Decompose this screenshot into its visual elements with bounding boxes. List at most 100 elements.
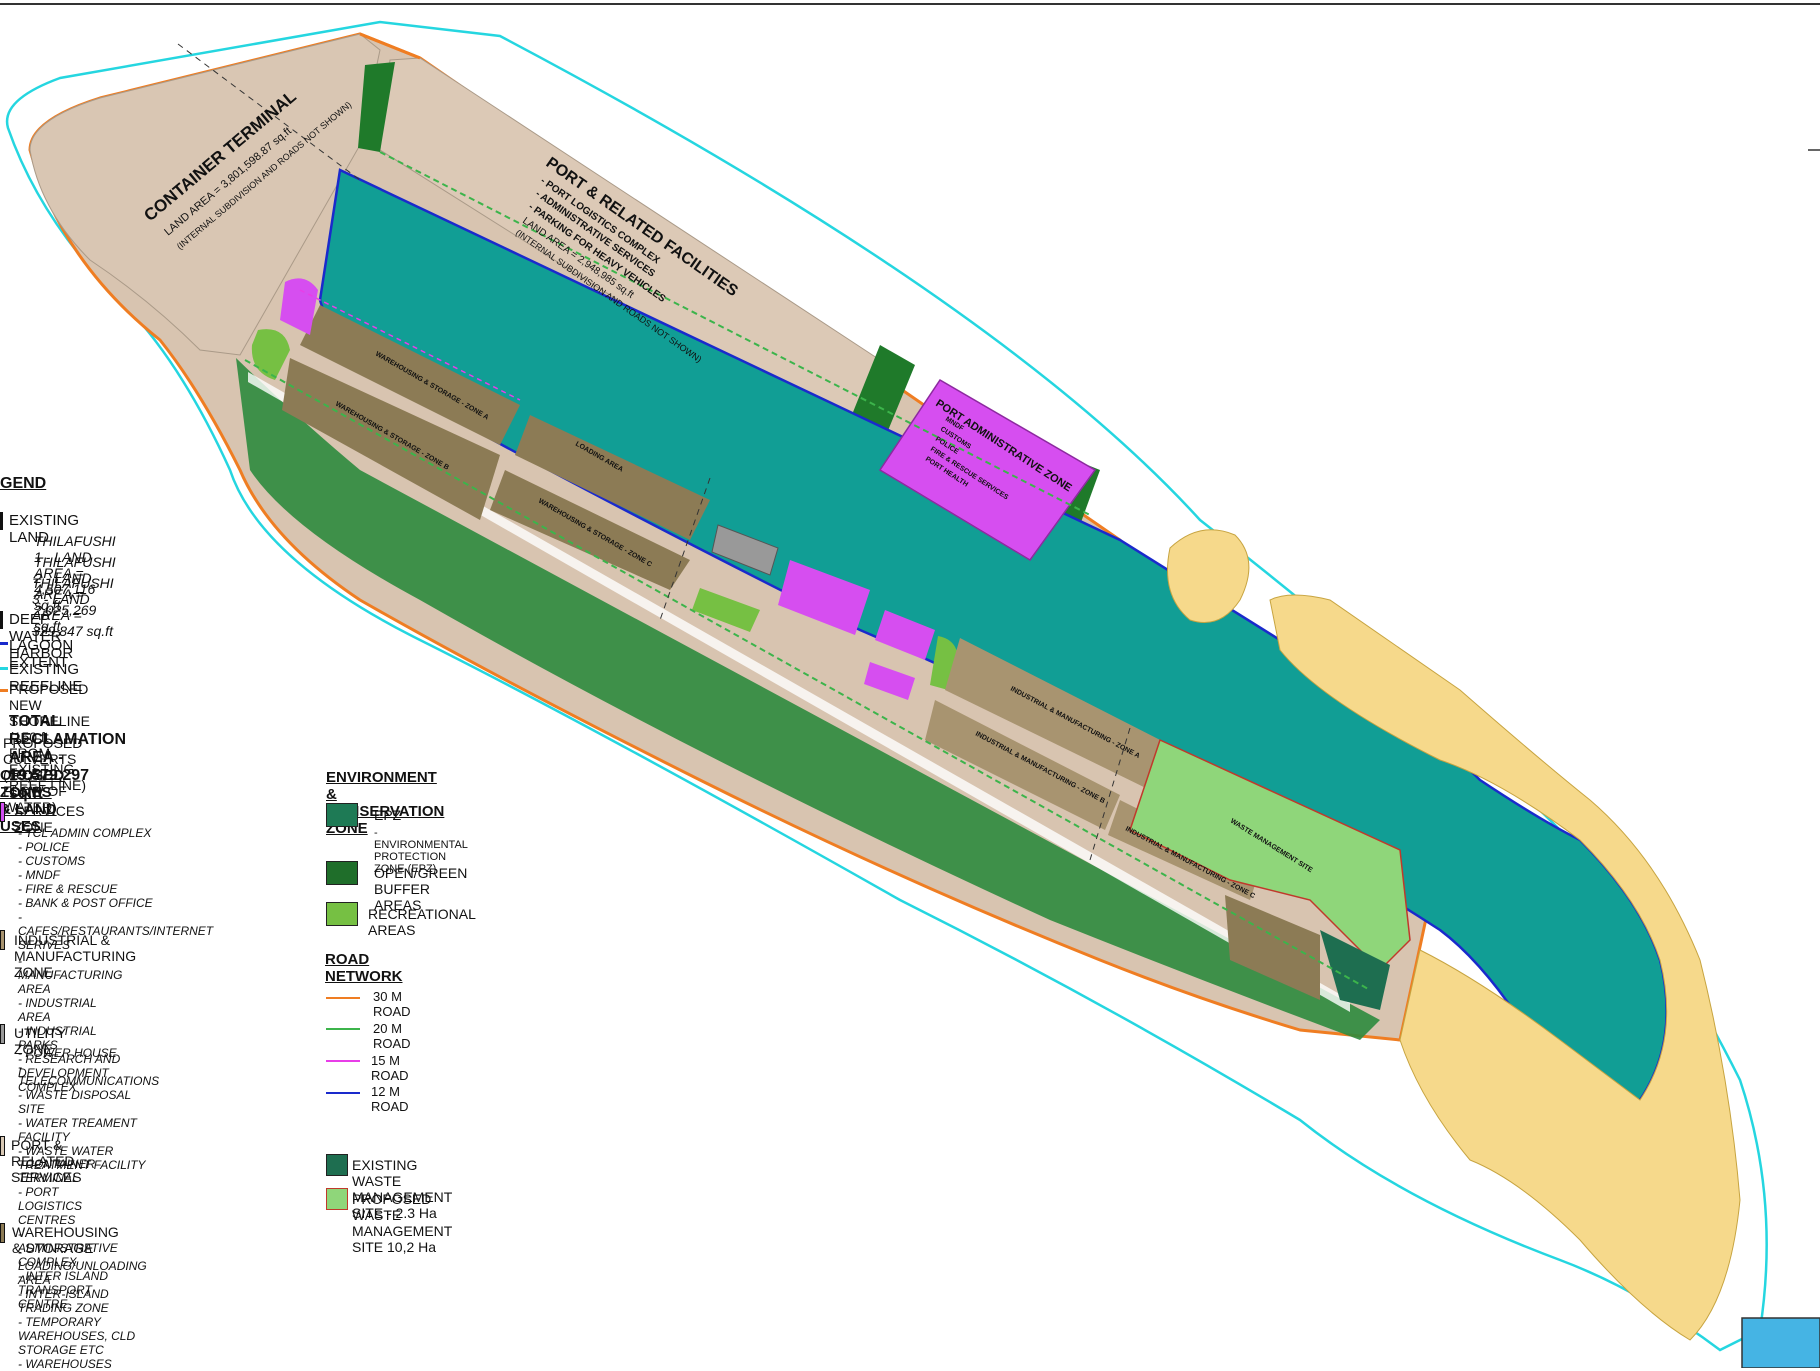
proposed-culverts: PROPOSED CULVERTS (TO AID FLOW OF WATER)	[3, 735, 83, 815]
road-30m-swatch	[326, 997, 360, 999]
services-item-6: - BANK & POST OFFICE	[18, 896, 153, 910]
recreational-label: RECREATIONAL AREAS	[368, 906, 476, 938]
recreational-pocket-1	[251, 329, 290, 380]
industrial-item-1: - MANUFACTURING AREA	[18, 954, 123, 996]
services-item-7: - CAFES/RESTAURANTS/INTERNET SERIVES	[18, 910, 214, 952]
services-zone-items: - TCL ADMIN COMPLEX - POLICE - CUSTOMS -…	[18, 826, 213, 952]
industrial-item-4: - RESEARCH AND DEVELOPMENT COMPLEX	[18, 1052, 121, 1094]
port-item-1: - CONTAINER TERMINAL	[18, 1157, 96, 1185]
reef-line	[5, 20, 1768, 1352]
lagoon-swatch	[0, 642, 8, 645]
epz-swatch	[326, 803, 358, 827]
thilafushi-1-value: 4,507,116	[34, 581, 96, 597]
thilafushi-3-area: THILAFUSHI 3 - LAND AREA = 329,847 sq.ft	[32, 575, 114, 639]
port-zone-label: PORT & RELATED SERVICES	[11, 1137, 82, 1185]
section-line-1	[177, 43, 361, 181]
road-20m-swatch	[326, 1028, 360, 1030]
utility-item-2: - TELECOMMUNICATIONS	[18, 1060, 160, 1088]
port-item-4: - INTER ISLAND TRANSPORT CENTRE	[18, 1269, 109, 1311]
epz-sub-label: - ENVIRONMENTAL PROTECTION ZONE (EPZ)	[374, 827, 468, 875]
reefline-swatch	[0, 667, 8, 670]
small-island	[1167, 529, 1250, 623]
road-network-header: ROAD NETWORK	[325, 951, 403, 985]
road-20m-label: 20 M ROAD	[373, 1021, 411, 1051]
epz-label: EPZ	[374, 807, 402, 823]
warehousing-item-4: - WAREHOUSES	[18, 1357, 112, 1371]
warehousing-item-1: - LOADING/UNLOADING AREA	[18, 1245, 147, 1287]
reefline-label: EXISTING REEFLINE	[9, 661, 83, 695]
services-item-5: - FIRE & RESCUE	[18, 882, 118, 896]
thilafushi-1-unit: sq.ft	[34, 597, 61, 613]
industrial-zone-swatch	[0, 930, 5, 950]
existing-waste-label: EXISTING WASTE MANAGEMENT SITE - 2.3 Ha	[352, 1157, 453, 1221]
industrial-zone-label: INDUSTRIAL & MANUFACTURING ZONE	[14, 932, 137, 980]
existing-land-swatch	[0, 512, 3, 530]
zones-header: OPOSED ZONES & LAND USES	[0, 767, 65, 835]
road-20m-2	[244, 359, 1371, 991]
services-zone-label: SERVICES ZONE	[14, 803, 85, 835]
services-item-1: - TCL ADMIN COMPLEX	[18, 826, 152, 840]
road-15m-label: 15 M ROAD	[371, 1053, 409, 1083]
utility-zone-swatch	[0, 1024, 5, 1044]
warehousing-zone-swatch	[0, 1223, 5, 1243]
shoreline-label: PROPOSED NEW SHORELINE (150 ft FROM EXIS…	[9, 681, 90, 793]
thilafushi-2-area: THILAFUSHI 2 - LAND AREA = 2,025,269 sq.…	[34, 554, 116, 634]
thilafushi-2-value: 2,025,269	[34, 602, 97, 618]
port-zone-items: - CONTAINER TERMINAL - PORT LOGISTICS CE…	[18, 1157, 118, 1311]
services-block-3	[864, 662, 915, 700]
thilafushi-3-name: THILAFUSHI 3 - LAND AREA =	[32, 575, 114, 623]
thilafushi-1-area: THILAFUSHI 1 - LAND AREA = 4,507,116 sq.…	[34, 533, 116, 613]
thilafushi-1-name: THILAFUSHI 1 - LAND AREA =	[34, 533, 116, 581]
industrial-zone-a	[945, 638, 1170, 790]
epz-band	[236, 358, 1380, 1040]
industrial-zone-b	[925, 700, 1120, 830]
green-buffer-1	[358, 62, 395, 152]
port-item-2: - PORT LOGISTICS CENTRES	[18, 1185, 83, 1227]
warehousing-zone-b	[282, 358, 500, 520]
total-reclamation: TOTAL RECLAMATION AREA - 19,579,297 sq.f…	[9, 713, 127, 802]
existing-land	[1269, 594, 1741, 1341]
epz-sub-text: ENVIRONMENTAL PROTECTION ZONE (EPZ)	[374, 839, 468, 875]
proposed-waste-site	[1129, 738, 1411, 972]
inset-map	[1741, 1317, 1820, 1368]
recreational-swatch	[326, 902, 358, 926]
thilafushi-2-unit: sq.ft	[34, 618, 61, 634]
industrial-item-3: - INDUSTRIAL PARKS	[18, 1024, 97, 1052]
deep-water-harbor	[318, 168, 1668, 1107]
deep-water-label: DEEP WATER HARBOR	[9, 611, 74, 662]
port-zone-swatch	[0, 1136, 5, 1156]
white-corridor	[248, 372, 1350, 1012]
utility-item-3: - WASTE DISPOSAL SITE	[18, 1088, 131, 1116]
warehousing-zone-items: - LOADING/UNLOADING AREA - INTER-ISLAND …	[18, 1245, 147, 1371]
open-green-label: OPEN/GREEN BUFFER AREAS	[374, 865, 468, 913]
services-item-3: - CUSTOMS	[18, 854, 86, 868]
utility-item-5: - WASTE WATER TREATMENT FACILITY	[18, 1144, 146, 1172]
industrial-zone-items: - MANUFACTURING AREA - INDUSTRIAL AREA -…	[18, 954, 122, 1094]
services-block-2	[875, 610, 935, 660]
road-15m	[299, 289, 521, 401]
utility-zone-label: UTILITY ZONE	[14, 1025, 66, 1057]
services-zone-swatch	[0, 802, 5, 822]
recreational-pocket-2	[692, 588, 760, 632]
road-30m	[359, 32, 421, 60]
warehousing-zone-label: WAREHOUSING & STORAGE	[12, 1224, 119, 1256]
warehousing-item-3: - TEMPORARY WAREHOUSES, CLD STORAGE ETC	[18, 1315, 136, 1357]
road-12m-label: 12 M ROAD	[371, 1084, 409, 1114]
services-item-2: - POLICE	[18, 840, 70, 854]
section-line-3	[1089, 727, 1131, 861]
container-terminal-block	[29, 33, 381, 356]
section-line-2	[659, 477, 711, 621]
road-12m-swatch	[326, 1092, 360, 1094]
thilafushi-3-value: 329,847	[32, 623, 83, 639]
road-20m-1	[379, 151, 1091, 516]
proposed-waste-label: PROPOSED WASTE MANAGEMENT SITE 10,2 Ha	[352, 1191, 453, 1255]
utility-item-1: - POWER HOUSE	[18, 1046, 117, 1060]
loading-area	[515, 415, 710, 540]
services-item-4: - MNDF	[18, 868, 60, 882]
open-green-swatch	[326, 861, 358, 885]
shoreline-swatch	[0, 689, 8, 692]
lagoon-label: LAGOON EXTENT	[9, 637, 74, 671]
port-admin-zone	[878, 378, 1097, 561]
warehousing-zone-c	[490, 470, 690, 590]
